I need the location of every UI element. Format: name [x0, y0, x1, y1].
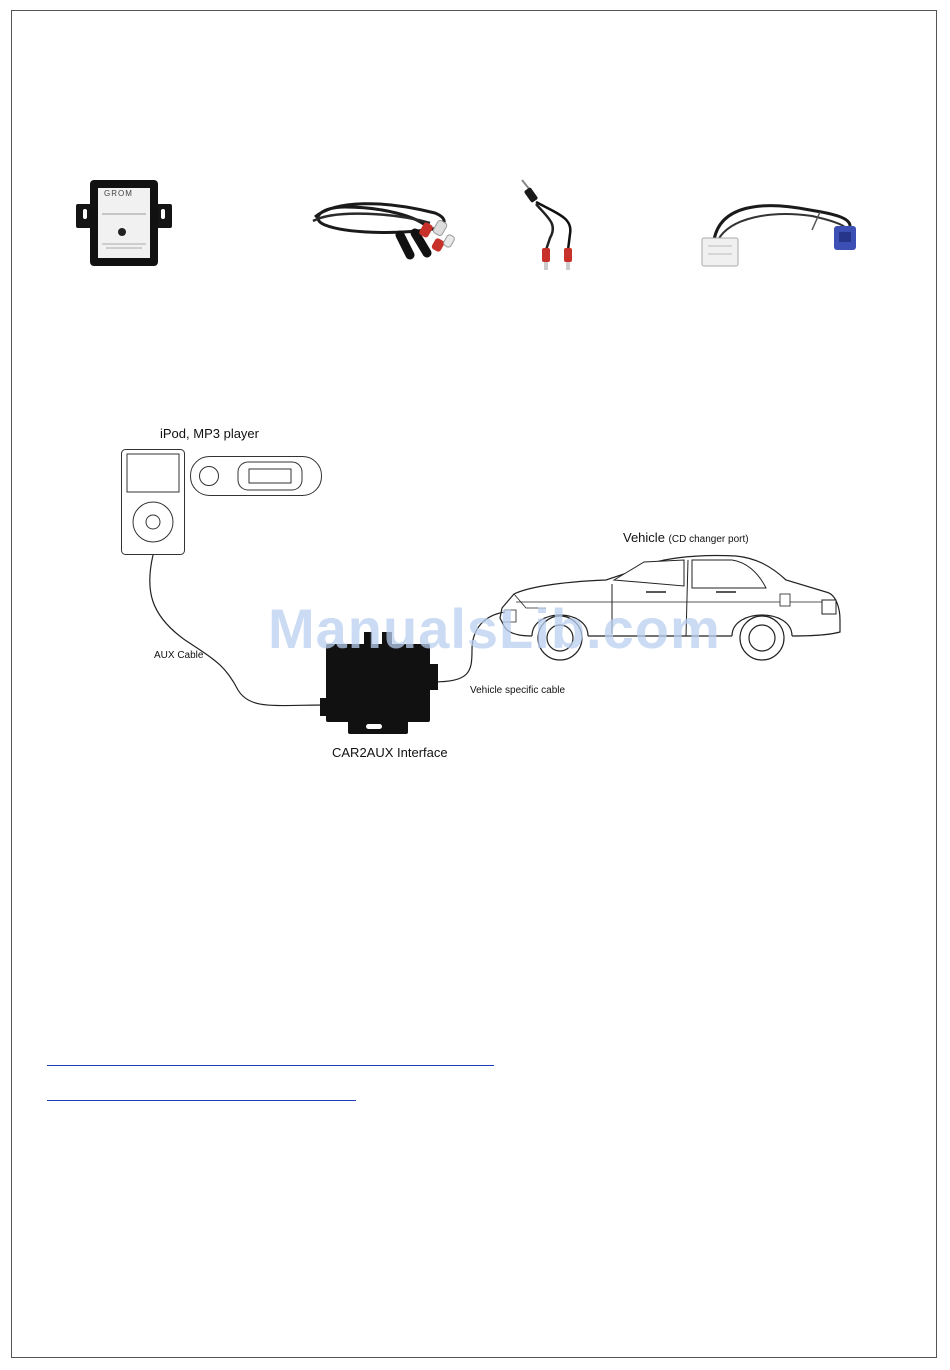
vehicle-label: Vehicle (CD changer port) [623, 530, 749, 545]
watermark: ManualsLib.com [268, 596, 721, 661]
vehicle-label-main: Vehicle [623, 530, 665, 545]
vehicle-cable-label: Vehicle specific cable [470, 685, 565, 696]
car2aux-interface-label: CAR2AUX Interface [332, 745, 448, 760]
aux-cable-label: AUX Cable [154, 650, 203, 661]
link-underline-1[interactable] [47, 1065, 494, 1066]
vehicle-label-sub: (CD changer port) [669, 534, 749, 545]
link-underline-2[interactable] [47, 1100, 356, 1101]
